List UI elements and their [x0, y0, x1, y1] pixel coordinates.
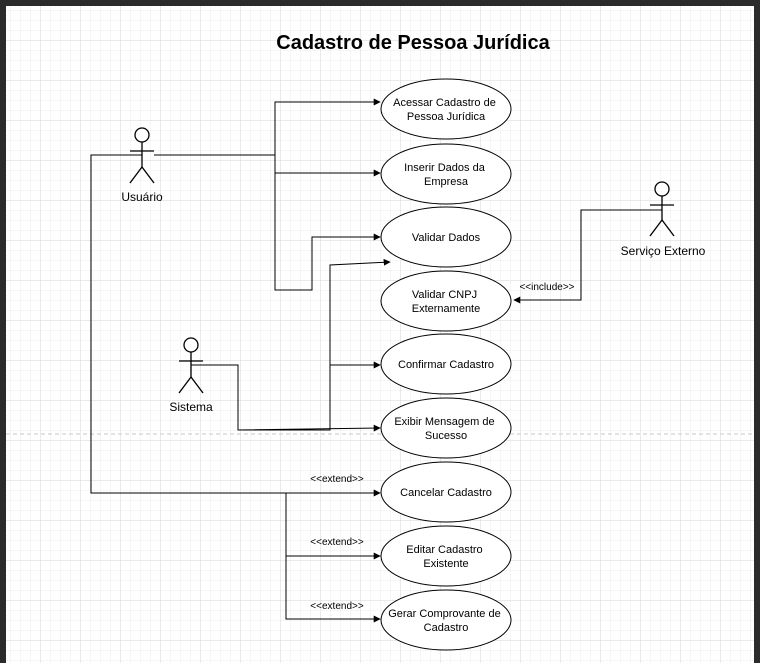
- use-case-editar-line2: Existente: [423, 558, 468, 570]
- svg-text:Inserir Dados da Empresa: Inserir Dados da Empresa: [404, 162, 488, 188]
- use-case-acessar-cadastro[interactable]: Acessar Cadastro de Pessoa Jurídica: [380, 78, 512, 140]
- use-case-editar-line1: Editar Cadastro: [406, 544, 482, 556]
- svg-text:Validar CNPJ Externament: Validar CNPJ Externamente: [412, 289, 480, 315]
- connectors-sistema: [191, 258, 391, 432]
- use-case-validar-cnpj-line2: Externamente: [412, 303, 480, 315]
- use-case-inserir-line1: Inserir Dados da: [404, 162, 486, 174]
- use-case-cancelar-line1: Cancelar Cadastro: [400, 487, 492, 499]
- svg-text:Cancelar Cadastro: Cancelar Cadastro: [400, 487, 492, 499]
- diagram-grid: [6, 6, 754, 663]
- connectors-usuario: [90, 98, 381, 497]
- use-case-gerar-line1: Gerar Comprovante de: [388, 608, 501, 620]
- use-case-cancelar-cadastro[interactable]: Cancelar Cadastro: [380, 461, 512, 523]
- use-case-acessar-line1: Acessar Cadastro de: [393, 97, 496, 109]
- use-case-exibir-mensagem[interactable]: Exibir Mensagem de Sucesso: [380, 397, 512, 459]
- use-case-confirmar-line1: Confirmar Cadastro: [398, 359, 494, 371]
- extend-label-gerar: <<extend>>: [310, 601, 364, 612]
- svg-text:Acessar Cadastro de Pess: Acessar Cadastro de Pessoa Jurídica: [393, 97, 499, 123]
- use-case-acessar-line2: Pessoa Jurídica: [407, 111, 486, 123]
- extend-label-editar: <<extend>>: [310, 537, 364, 548]
- use-case-exibir-line2: Sucesso: [425, 430, 467, 442]
- actor-sistema[interactable]: [178, 337, 204, 394]
- use-case-validar-cnpj-line1: Validar CNPJ: [412, 289, 477, 301]
- include-connector: [513, 209, 662, 304]
- actor-usuario[interactable]: [129, 127, 155, 184]
- use-case-gerar-comprovante[interactable]: Gerar Comprovante de Cadastro: [380, 589, 512, 651]
- use-case-confirmar-cadastro[interactable]: Confirmar Cadastro: [380, 333, 512, 395]
- svg-text:Validar Dados: Validar Dados: [412, 232, 481, 244]
- svg-text:Exibir Mensagem de Suces: Exibir Mensagem de Sucesso: [394, 416, 497, 442]
- svg-text:Editar Cadastro Existent: Editar Cadastro Existente: [406, 544, 486, 570]
- actor-servico-externo[interactable]: [649, 181, 675, 237]
- extend-label-cancelar: <<extend>>: [310, 474, 364, 485]
- use-case-inserir-line2: Empresa: [424, 176, 469, 188]
- include-label: <<include>>: [519, 282, 574, 293]
- use-case-gerar-line2: Cadastro: [424, 622, 469, 634]
- use-case-validar-dados[interactable]: Validar Dados: [380, 206, 512, 268]
- use-case-editar-cadastro[interactable]: Editar Cadastro Existente: [380, 525, 512, 587]
- actor-servico-externo-label: Serviço Externo: [621, 244, 706, 258]
- actor-usuario-label: Usuário: [121, 190, 163, 204]
- use-case-inserir-dados[interactable]: Inserir Dados da Empresa: [380, 143, 512, 205]
- use-case-validar-cnpj[interactable]: Validar CNPJ Externamente: [380, 270, 512, 332]
- svg-text:Gerar Comprovante de Cad: Gerar Comprovante de Cadastro: [388, 608, 504, 634]
- extend-connectors: [285, 493, 381, 623]
- svg-text:Confirmar Cadastro: Confirmar Cadastro: [398, 359, 494, 371]
- actor-sistema-label: Sistema: [169, 400, 213, 414]
- diagram-title: Cadastro de Pessoa Jurídica: [276, 32, 550, 54]
- use-case-exibir-line1: Exibir Mensagem de: [394, 416, 494, 428]
- use-case-validar-line1: Validar Dados: [412, 232, 481, 244]
